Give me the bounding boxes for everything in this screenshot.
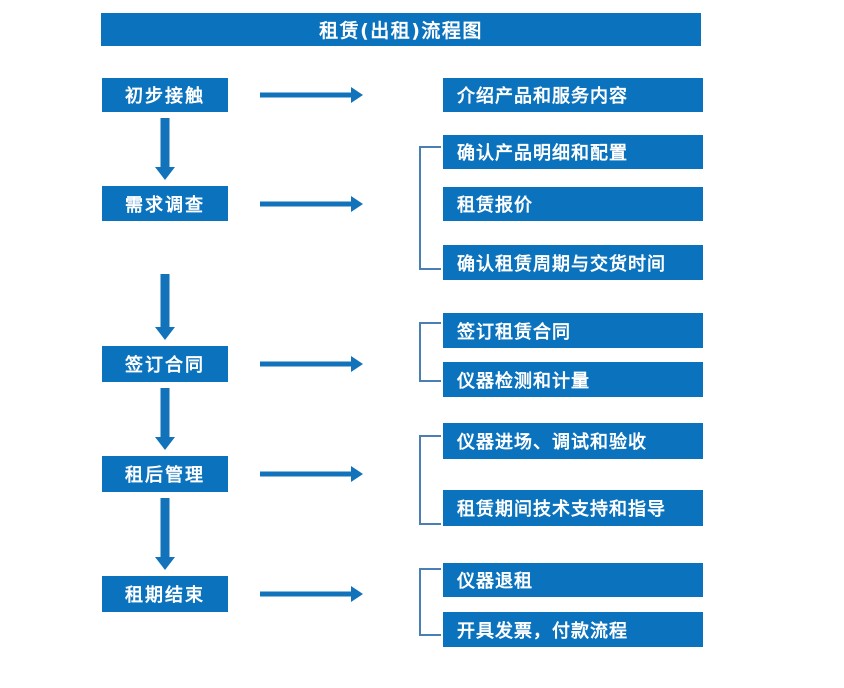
horizontal-arrow-contract [260,356,363,372]
detail-box-technical-support[interactable]: 租赁期间技术支持和指导 [443,490,703,526]
arrow-head-icon [351,356,363,372]
stage-box-demand-survey[interactable]: 需求调查 [102,186,228,221]
arrow-head-icon [155,327,175,340]
arrow-shaft [160,274,170,327]
horizontal-arrow-management [260,466,363,482]
arrow-head-icon [155,167,175,180]
vertical-arrow-management-to-end [155,498,175,570]
stage-box-rental-end[interactable]: 租期结束 [102,576,228,612]
detail-box-instrument-inspection[interactable]: 仪器检测和计量 [443,362,703,397]
arrow-head-icon [155,437,175,450]
arrow-head-icon [155,557,175,570]
horizontal-arrow-contact [260,87,363,103]
stage-box-sign-contract[interactable]: 签订合同 [102,346,228,382]
vertical-arrow-contact-to-survey [155,118,175,180]
arrow-head-icon [351,196,363,212]
detail-box-confirm-rental-period[interactable]: 确认租赁周期与交货时间 [443,245,703,280]
arrow-shaft [260,92,353,98]
arrow-shaft [160,498,170,557]
stage-box-initial-contact[interactable]: 初步接触 [102,78,228,112]
detail-box-confirm-product-details[interactable]: 确认产品明细和配置 [443,135,703,169]
arrow-head-icon [351,87,363,103]
stage-box-post-rental-management[interactable]: 租后管理 [102,456,228,492]
detail-box-introduce-products[interactable]: 介绍产品和服务内容 [443,78,703,112]
detail-box-instrument-return[interactable]: 仪器退租 [443,563,703,597]
group-bracket-post-rental [419,435,441,525]
arrow-shaft [160,388,170,437]
detail-box-sign-rental-contract[interactable]: 签订租赁合同 [443,313,703,348]
arrow-shaft [260,591,353,597]
group-bracket-sign-contract [419,322,441,382]
group-bracket-rental-end [419,568,441,636]
arrow-shaft [260,201,353,207]
arrow-head-icon [351,466,363,482]
detail-box-invoice-payment[interactable]: 开具发票，付款流程 [443,612,703,647]
arrow-shaft [260,471,353,477]
vertical-arrow-contract-to-management [155,388,175,450]
vertical-arrow-survey-to-contract [155,274,175,340]
group-bracket-demand-survey [419,146,441,270]
detail-box-rental-quote[interactable]: 租赁报价 [443,187,703,221]
arrow-shaft [160,118,170,167]
arrow-shaft [260,361,353,367]
diagram-title: 租赁(出租)流程图 [101,13,701,46]
arrow-head-icon [351,586,363,602]
horizontal-arrow-rental-end [260,586,363,602]
detail-box-instrument-entry-debug-acceptance[interactable]: 仪器进场、调试和验收 [443,423,703,459]
horizontal-arrow-survey [260,196,363,212]
